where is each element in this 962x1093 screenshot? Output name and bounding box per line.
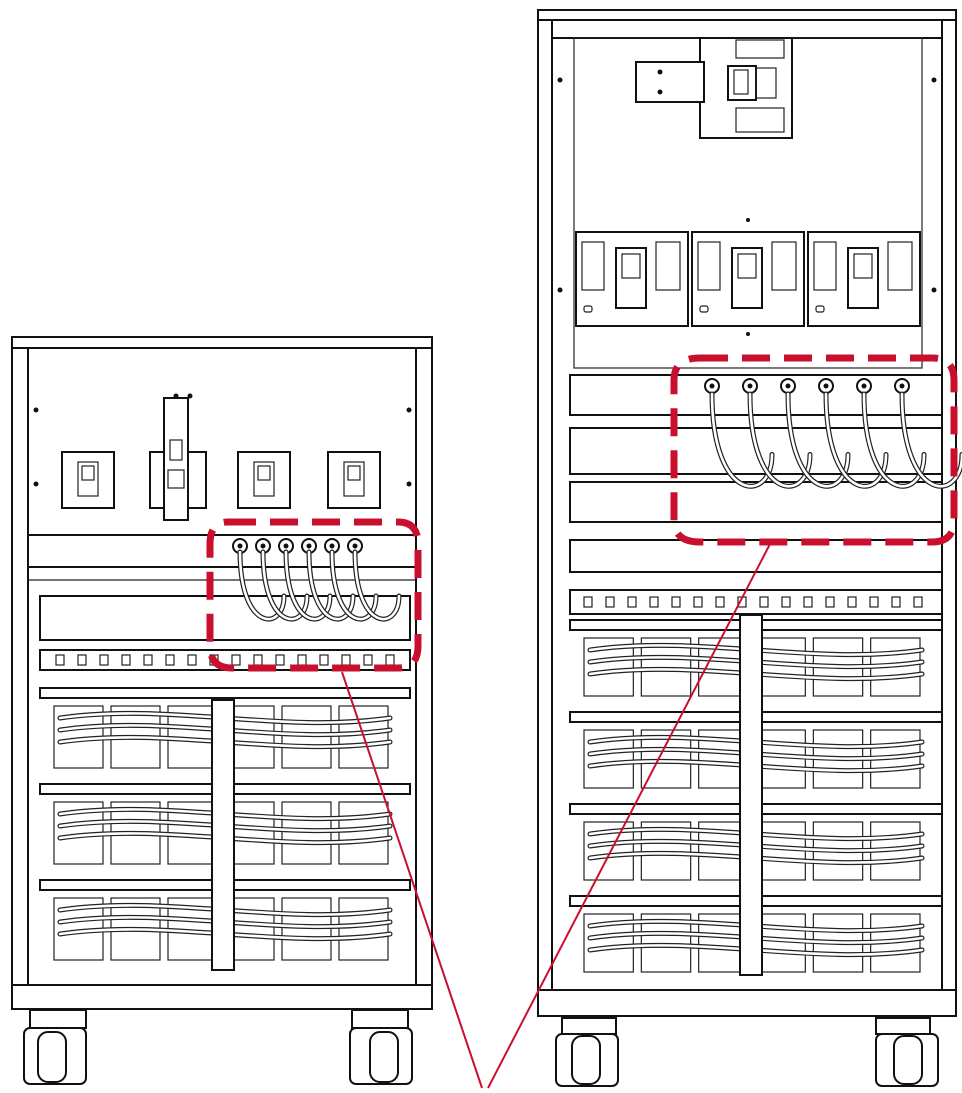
caster-wheel-left	[555, 1017, 619, 1087]
leader-line-right	[487, 543, 771, 1089]
terminal-block	[39, 595, 411, 641]
large-ups-cabinet	[537, 9, 962, 1087]
highlight-box-right	[670, 354, 958, 546]
battery-block	[583, 637, 634, 697]
battery-block	[338, 897, 389, 961]
breaker-handle-bracket	[163, 397, 189, 521]
center-column	[739, 614, 763, 976]
center-column	[211, 699, 235, 971]
cabinet-base	[537, 989, 957, 1017]
shelf-rail	[39, 687, 411, 699]
battery-block	[583, 913, 634, 973]
breaker-row	[575, 231, 921, 327]
battery-block	[583, 729, 634, 789]
caster-wheel-right	[349, 1009, 413, 1085]
terminal-block	[569, 481, 943, 523]
main-breaker	[635, 37, 793, 139]
breaker-panel	[61, 393, 381, 521]
caster-wheel-left	[23, 1009, 87, 1085]
cabinet-base	[11, 984, 433, 1010]
battery-block	[338, 705, 389, 769]
leader-line-left	[341, 671, 483, 1089]
power-cable-loops	[709, 391, 962, 489]
power-cable-loops	[237, 549, 402, 622]
battery-block	[640, 913, 692, 973]
caster-wheel-right	[875, 1017, 939, 1087]
battery-block	[640, 729, 692, 789]
battery-block	[338, 801, 389, 865]
highlight-box-left	[206, 518, 422, 672]
battery-block	[640, 637, 692, 697]
battery-block	[583, 821, 634, 881]
small-ups-cabinet	[11, 336, 433, 1085]
battery-block	[640, 821, 692, 881]
